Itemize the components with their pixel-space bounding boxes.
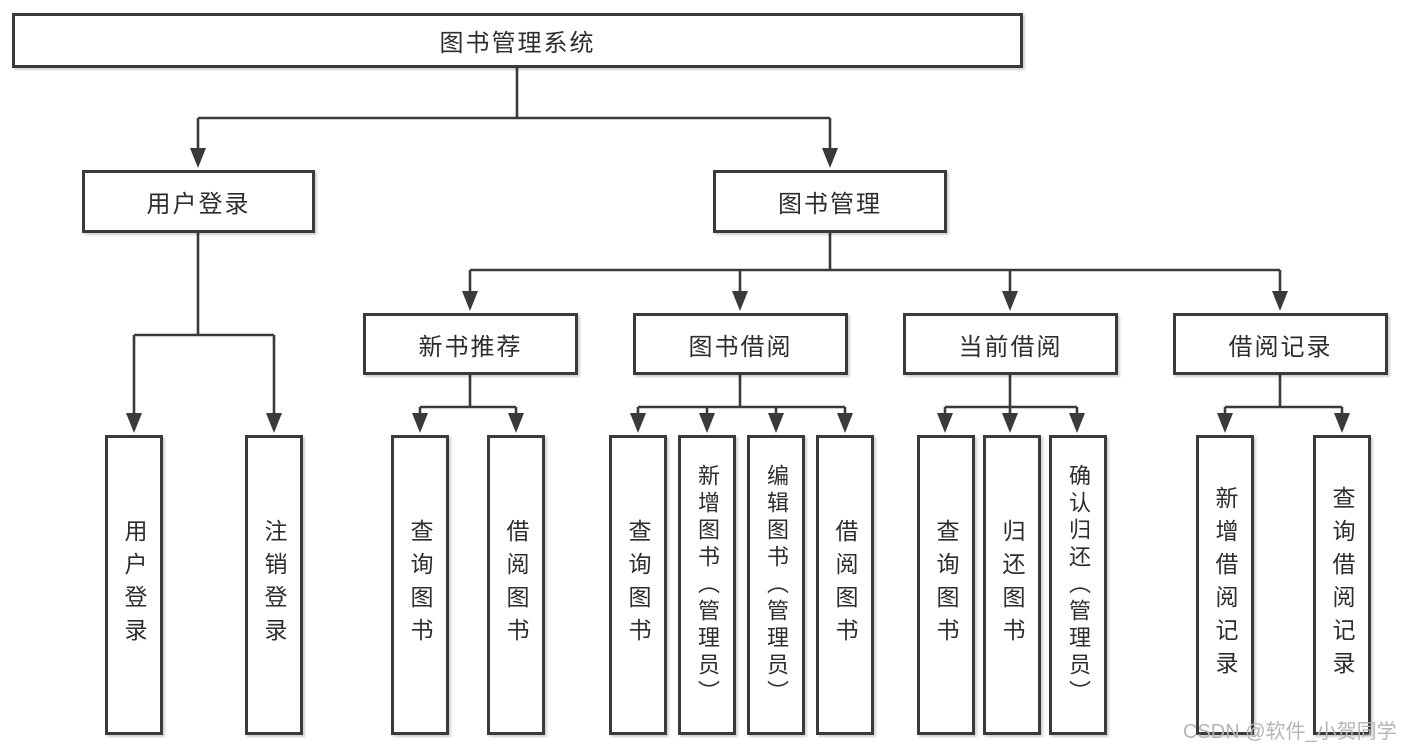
arrow-down-icon [1069,413,1085,433]
node-label: 用户登录 [146,191,251,218]
node-book-borrow: 图书借阅 [633,313,848,375]
node-label: 图书管理 [778,191,882,218]
node-current-borrow: 当前借阅 [903,313,1118,375]
leaf-borrow-book-1: 借阅图书 [487,435,545,735]
arrow-down-icon [1217,413,1233,433]
node-label: 借阅图书 [503,519,529,651]
node-label: 当前借阅 [958,333,1063,361]
leaf-borrow-book-2: 借阅图书 [816,435,874,735]
leaf-edit-book-admin: 编辑图书（管理员） [747,435,805,735]
leaf-add-book-admin: 新增图书（管理员） [678,435,736,735]
arrow-down-icon [1002,291,1018,311]
arrow-down-icon [732,291,748,311]
leaf-query-book-1: 查询图书 [391,435,449,735]
node-label: 新书推荐 [418,333,523,361]
connector-user-login-to-children [126,233,282,433]
leaf-add-borrow-record: 新增借阅记录 [1196,435,1254,735]
arrow-down-icon [699,413,715,433]
node-label: 查询图书 [933,519,959,651]
node-label: 用户登录 [121,519,147,651]
csdn-watermark: CSDN @软件_小贺同学 [1183,721,1397,743]
arrow-down-icon [837,413,853,433]
connector-current-borrow-to-children [937,375,1085,433]
arrow-down-icon [508,413,524,433]
arrow-down-icon [126,413,142,433]
node-label: 新增图书（管理员） [695,463,720,707]
node-borrow-record: 借阅记录 [1173,313,1388,375]
node-label: 编辑图书（管理员） [764,463,789,707]
node-label: 注销登录 [261,519,287,651]
connector-book-borrow-to-children [630,375,853,433]
leaf-return-book: 归还图书 [983,435,1041,735]
node-label: 图书借阅 [688,333,793,361]
connector-book-mgmt-to-level3 [462,233,1288,311]
arrow-down-icon [630,413,646,433]
connector-borrow-record-to-children [1217,375,1350,433]
arrow-down-icon [462,291,478,311]
node-new-book-recommend: 新书推荐 [363,313,578,375]
node-label: 图书管理系统 [439,30,596,57]
arrow-down-icon [266,413,282,433]
leaf-user-login: 用户登录 [105,435,163,735]
arrow-down-icon [768,413,784,433]
node-label: 新增借阅记录 [1212,486,1238,684]
arrow-down-icon [1272,291,1288,311]
node-label: 确认归还（管理员） [1066,463,1091,707]
leaf-query-book-2: 查询图书 [609,435,667,735]
node-label: 查询图书 [625,519,651,651]
node-label: 借阅图书 [832,519,858,651]
node-label: 查询借阅记录 [1329,486,1355,684]
arrow-down-icon [190,148,206,168]
node-label: 归还图书 [999,519,1025,651]
arrow-down-icon [1334,413,1350,433]
node-user-login: 用户登录 [82,170,315,233]
node-label: 借阅记录 [1228,333,1333,361]
arrow-down-icon [937,413,953,433]
arrow-down-icon [412,413,428,433]
leaf-query-borrow-record: 查询借阅记录 [1313,435,1371,735]
leaf-confirm-return-admin: 确认归还（管理员） [1049,435,1107,735]
leaf-query-book-3: 查询图书 [917,435,975,735]
connector-new-book-to-children [412,375,524,433]
node-label: 查询图书 [407,519,433,651]
arrow-down-icon [1002,413,1018,433]
leaf-logout: 注销登录 [245,435,303,735]
node-library-management-system: 图书管理系统 [12,13,1023,68]
arrow-down-icon [822,148,838,168]
connector-root-to-level2 [190,68,838,168]
node-book-management: 图书管理 [713,170,947,233]
